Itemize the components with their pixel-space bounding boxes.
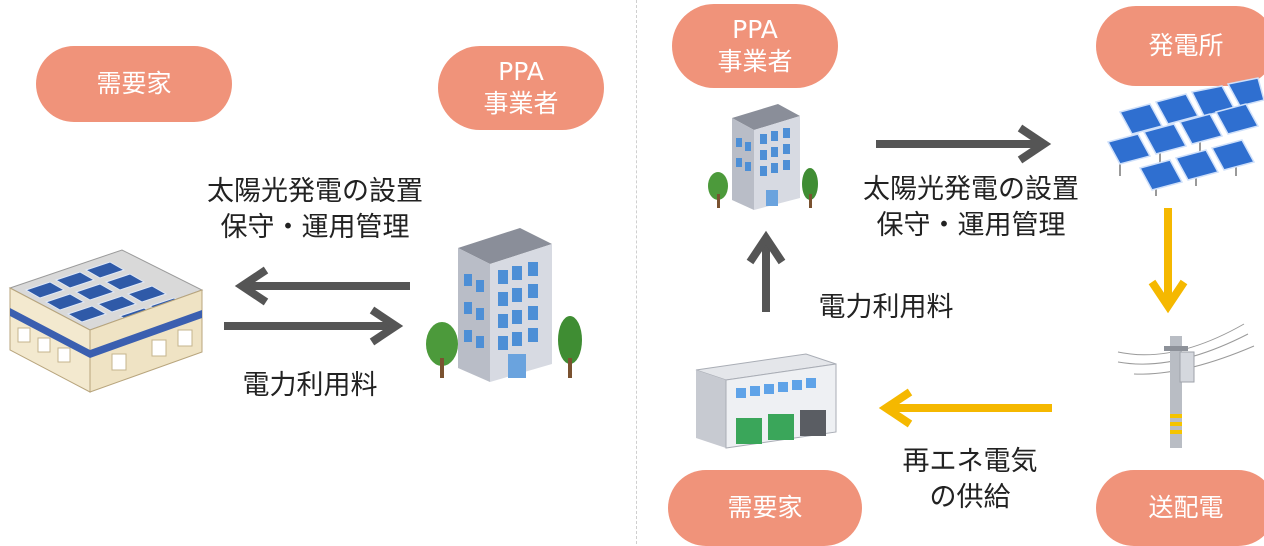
panel-divider — [636, 0, 637, 544]
left-ppa-label-line2: 事業者 — [483, 89, 559, 118]
right-customer-label: 需要家 — [727, 493, 803, 522]
right-grid-badge: 送配電 — [1096, 470, 1264, 546]
right-service-label-line1: 太陽光発電の設置 — [863, 174, 1079, 205]
right-ppa-badge: PPA 事業者 — [672, 4, 838, 88]
left-service-arrow — [234, 266, 410, 306]
left-ppa-office-icon — [426, 228, 582, 382]
right-supply-label-line1: 再エネ電気 — [902, 446, 1038, 477]
right-supply-label-line2: の供給 — [929, 482, 1011, 513]
left-service-label-line1: 太陽光発電の設置 — [207, 176, 423, 207]
utility-pole-icon — [1117, 323, 1255, 448]
left-service-label-line2: 保守・運用管理 — [220, 212, 410, 243]
right-service-label-line2: 保守・運用管理 — [876, 210, 1066, 241]
plant-to-grid-arrow — [1148, 208, 1188, 314]
right-service-label: 太陽光発電の設置 保守・運用管理 — [826, 172, 1116, 244]
factory-with-solar-icon — [8, 249, 204, 393]
left-fee-label: 電力利用料 — [242, 370, 378, 401]
left-ppa-label-line1: PPA — [498, 57, 544, 86]
left-ppa-badge: PPA 事業者 — [438, 46, 604, 130]
right-ppa-label-line2: 事業者 — [717, 47, 793, 76]
left-customer-label: 需要家 — [96, 69, 172, 98]
grid-to-customer-arrow — [878, 388, 1052, 428]
right-ppa-label-line1: PPA — [732, 15, 778, 44]
right-fee-label: 電力利用料 — [818, 292, 954, 323]
right-plant-label: 発電所 — [1148, 31, 1224, 60]
left-service-label: 太陽光発電の設置 保守・運用管理 — [170, 174, 460, 246]
right-customer-badge: 需要家 — [668, 470, 862, 546]
right-grid-label: 送配電 — [1148, 493, 1224, 522]
right-ppa-office-icon — [708, 104, 818, 210]
solar-plant-icon — [1106, 77, 1264, 196]
right-fee-arrow — [746, 230, 786, 312]
right-supply-label: 再エネ電気 の供給 — [870, 444, 1070, 516]
right-service-arrow — [876, 124, 1052, 164]
left-customer-badge: 需要家 — [36, 46, 232, 122]
left-fee-arrow — [224, 306, 404, 346]
right-customer-store-icon — [695, 353, 837, 449]
right-plant-badge: 発電所 — [1096, 6, 1264, 86]
